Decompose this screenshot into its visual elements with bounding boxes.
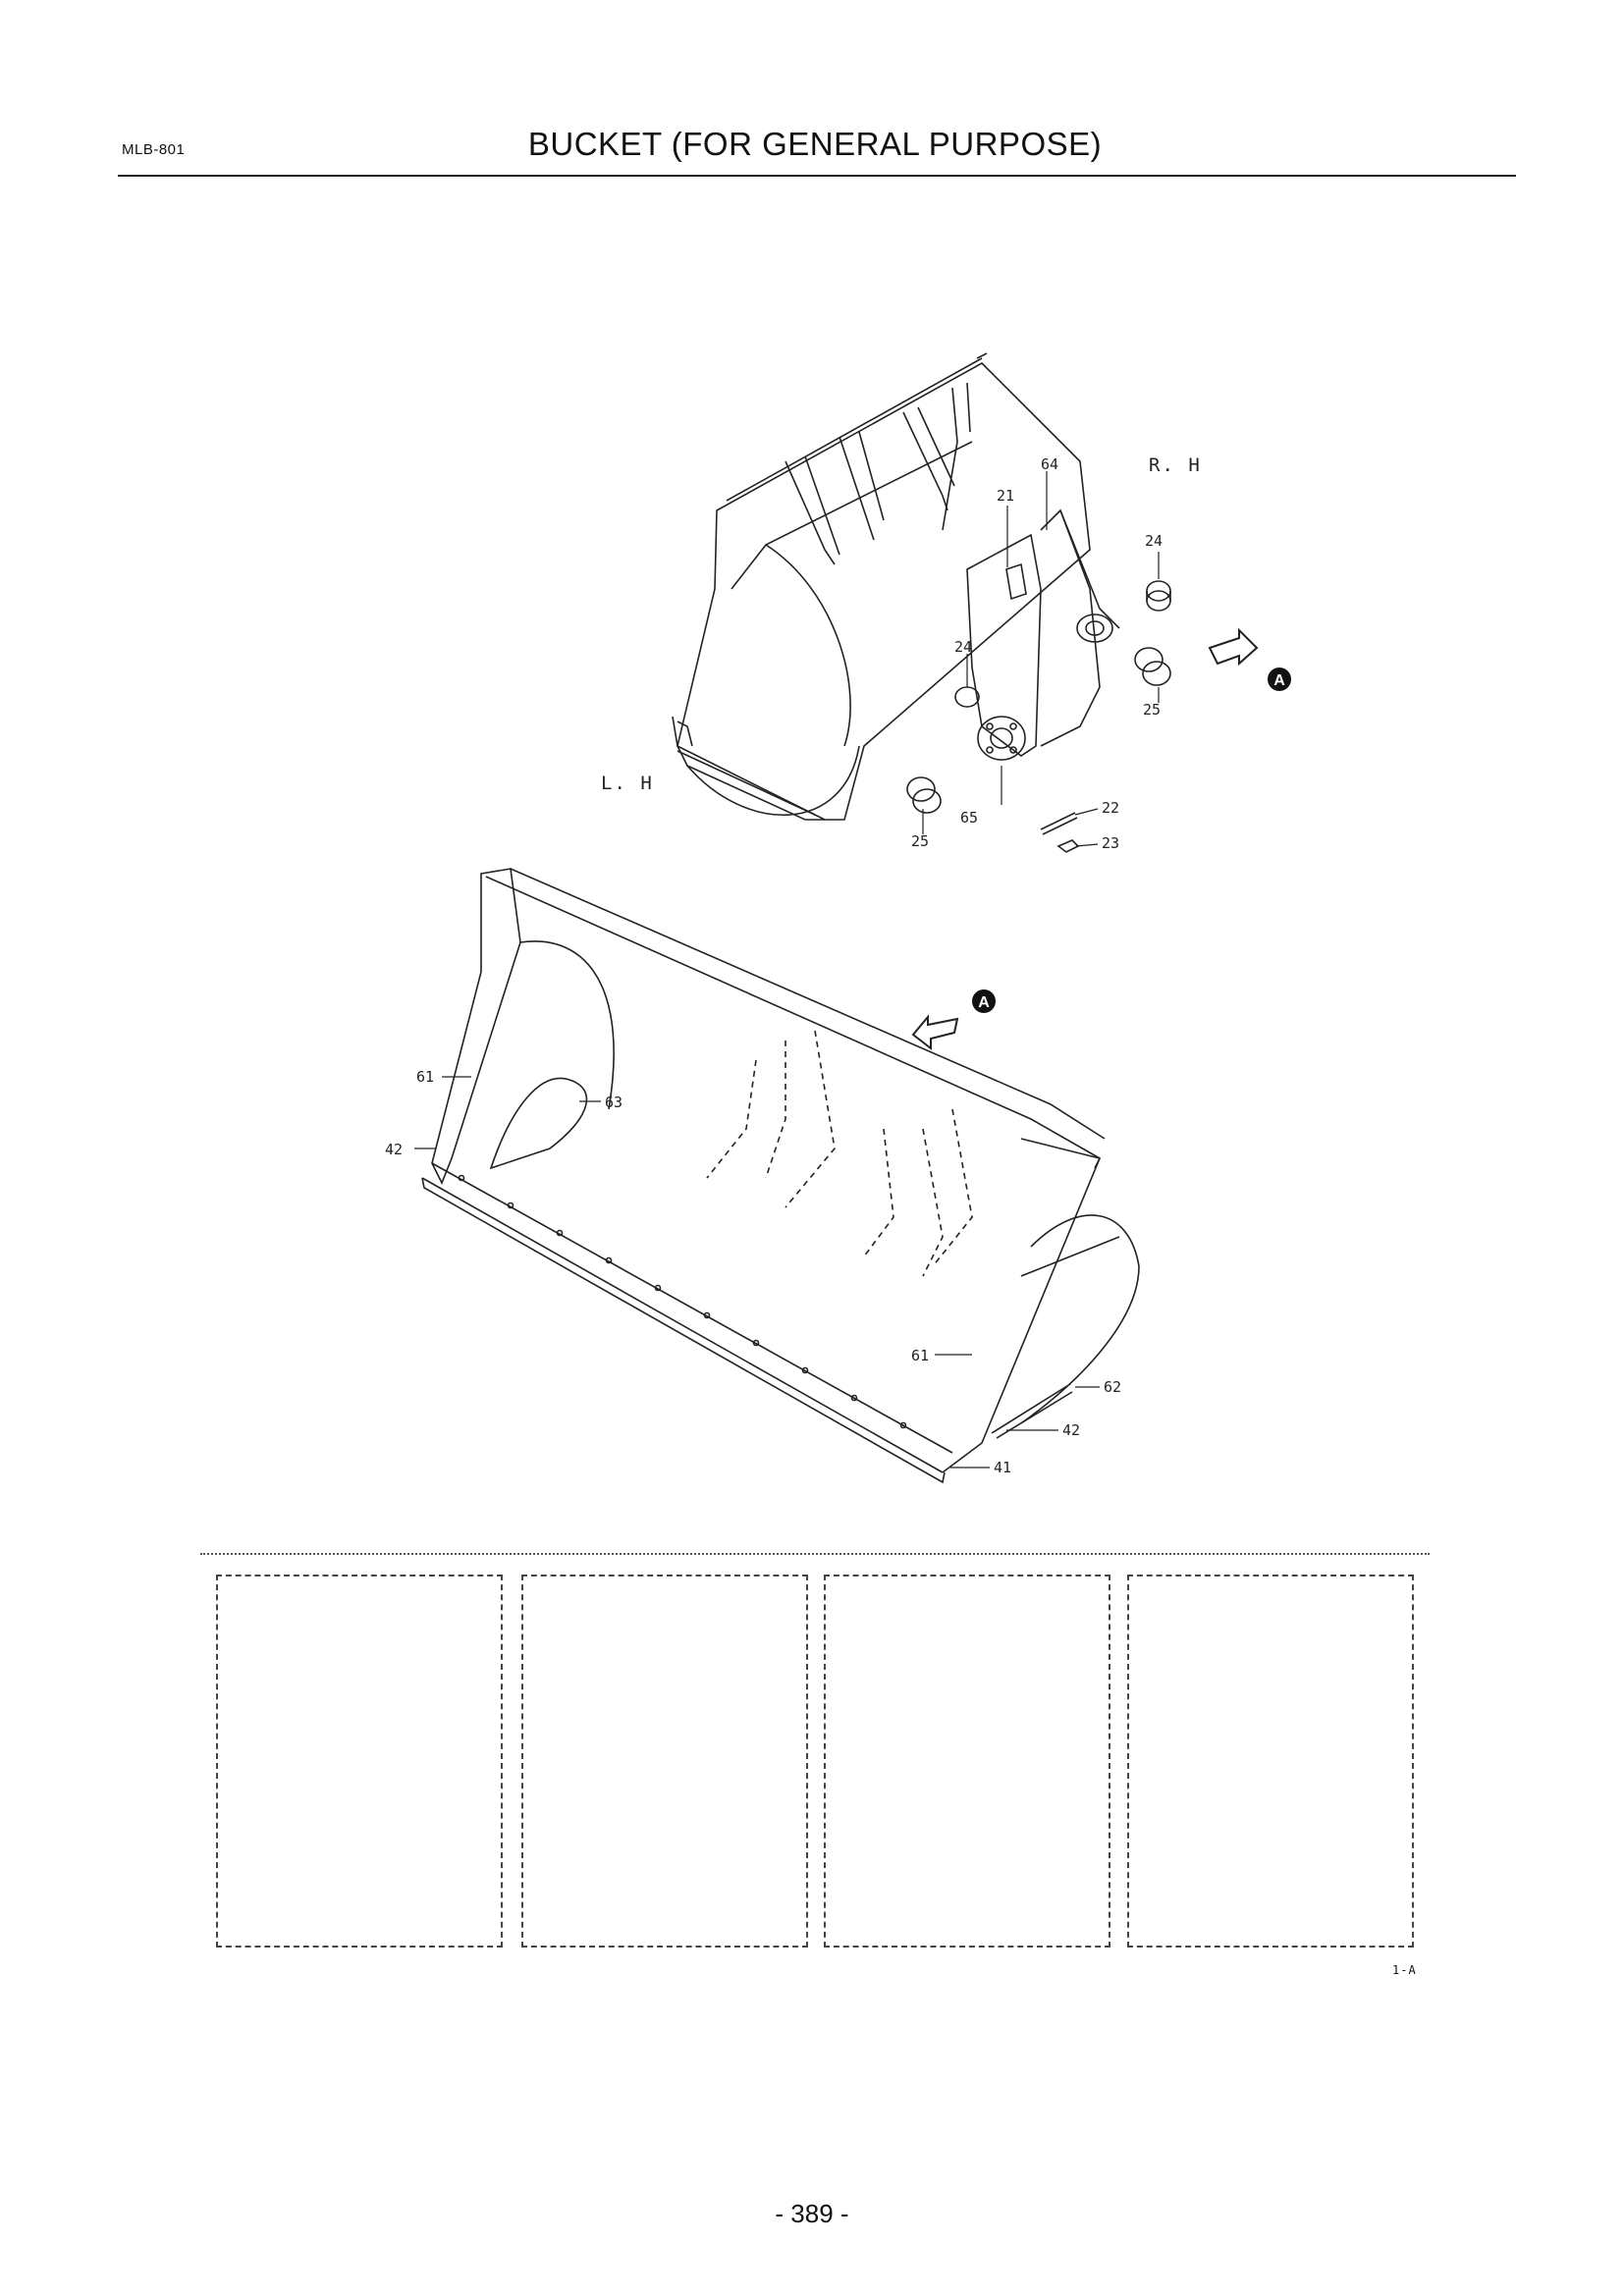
parts-box-4 <box>1127 1575 1414 1948</box>
page-number: - 389 - <box>775 2199 849 2228</box>
callout-21: 21 <box>997 487 1014 505</box>
page-title: BUCKET (FOR GENERAL PURPOSE) <box>527 126 1103 162</box>
view-marker-a-bottom: A <box>978 994 990 1011</box>
callout-63: 63 <box>605 1094 623 1111</box>
parts-box-1 <box>216 1575 503 1948</box>
callout-64: 64 <box>1041 455 1058 473</box>
callout-61-left: 61 <box>416 1068 434 1086</box>
header-rule <box>118 175 1516 177</box>
callout-24-upper: 24 <box>1145 532 1163 550</box>
callout-41: 41 <box>994 1459 1011 1476</box>
bucket-front-view <box>421 868 1140 1484</box>
callout-61-right: 61 <box>911 1347 929 1364</box>
left-hand-label: L. H <box>601 773 654 794</box>
parts-box-2 <box>521 1575 808 1948</box>
view-arrow-top: A <box>1208 627 1291 691</box>
parts-box-3 <box>824 1575 1110 1948</box>
right-hand-label: R. H <box>1149 454 1202 476</box>
callout-62: 62 <box>1104 1378 1121 1396</box>
view-marker-a-top: A <box>1273 672 1285 689</box>
callout-24-left: 24 <box>954 638 972 656</box>
callout-25-left: 25 <box>911 832 929 850</box>
callout-42-left: 42 <box>385 1141 403 1158</box>
callout-25-right: 25 <box>1143 701 1161 719</box>
callout-23: 23 <box>1102 834 1119 852</box>
callout-22: 22 <box>1102 799 1119 817</box>
section-separator <box>200 1553 1430 1555</box>
callout-65: 65 <box>960 809 978 827</box>
bucket-rear-view <box>672 352 1171 853</box>
callout-42-right: 42 <box>1062 1421 1080 1439</box>
view-arrow-bottom: A <box>911 989 996 1051</box>
document-code: MLB-801 <box>122 141 186 158</box>
figure-reference: 1-A <box>1392 1963 1417 1977</box>
